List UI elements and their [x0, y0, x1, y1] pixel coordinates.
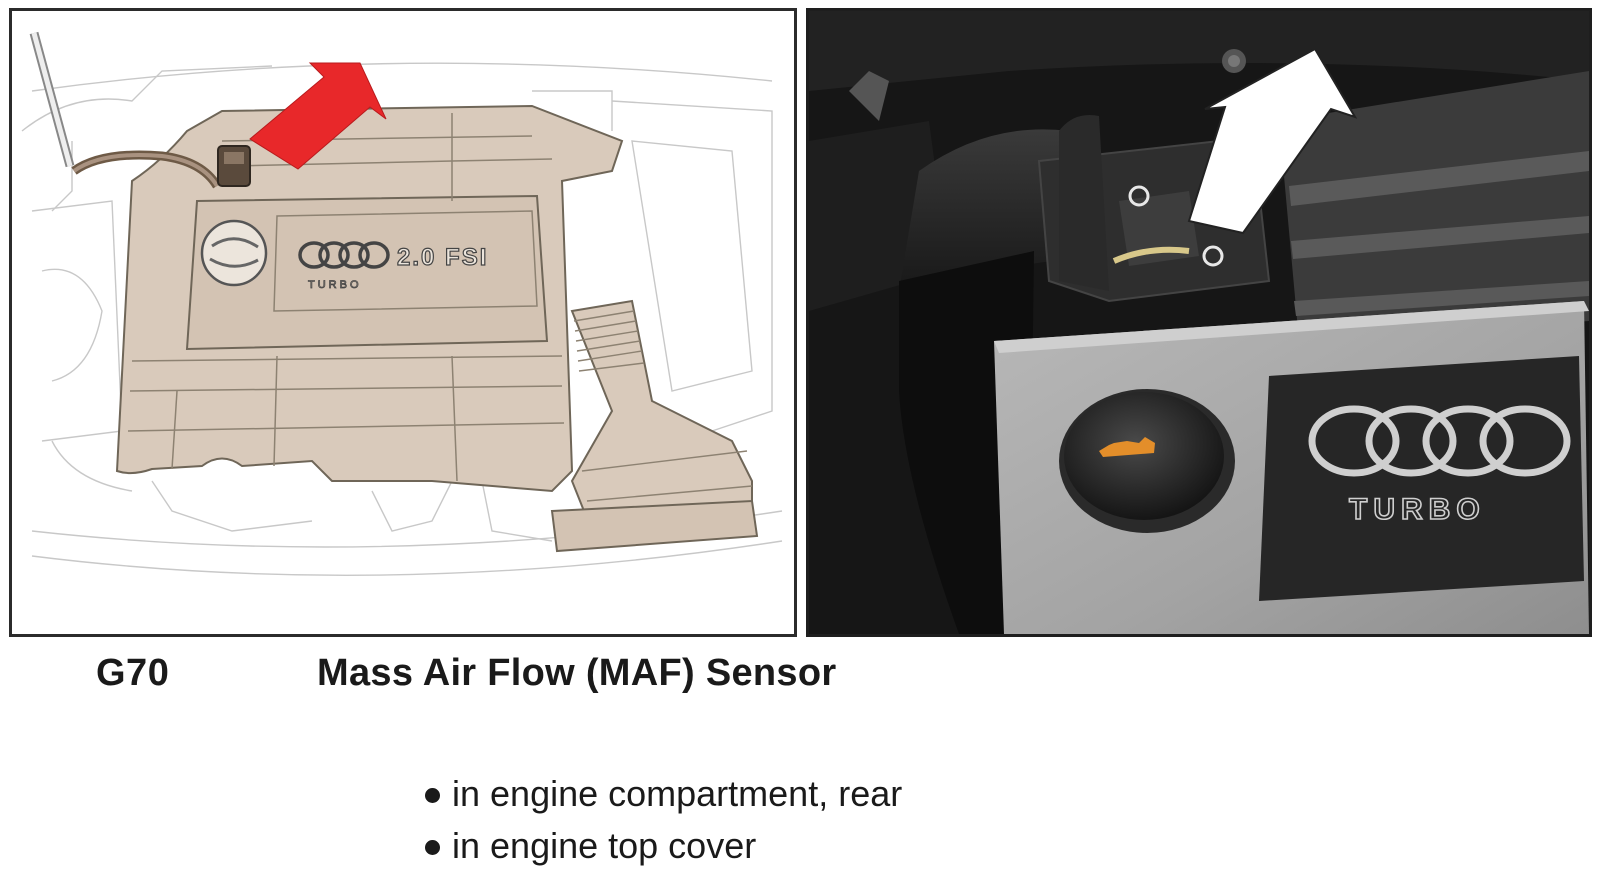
location-notes-list: in engine compartment, rear in engine to… [425, 768, 902, 872]
illustration-drawing: 2.0 FSI TURBO [21, 31, 783, 576]
bullet-icon [425, 787, 440, 803]
oil-cap-photo [1059, 389, 1235, 533]
red-pointer-arrow [249, 62, 387, 170]
upper-cover-ridges [1279, 71, 1589, 341]
white-pointer-arrow [1187, 47, 1358, 235]
cover-badge-photo: TURBO [1349, 493, 1486, 526]
maf-sensor-illustration [71, 145, 251, 189]
cover-badge-illustration: 2.0 FSI [397, 244, 488, 271]
badge-plate-photo: TURBO [1259, 356, 1584, 601]
audi-rings-illustration [298, 241, 390, 269]
audi-rings-photo [1308, 405, 1571, 477]
location-note-item: in engine top cover [425, 820, 902, 872]
engine-cover: 2.0 FSI TURBO [115, 104, 624, 493]
cover-subbadge-illustration: TURBO [308, 279, 362, 291]
engine-bay-illustration: 2.0 FSI TURBO [9, 8, 797, 637]
bullet-icon [425, 839, 440, 855]
engine-bay-photo: TURBO [806, 8, 1592, 637]
air-intake-duct [550, 299, 759, 553]
photo-rendition: TURBO [809, 11, 1589, 634]
component-name: Mass Air Flow (MAF) Sensor [317, 652, 837, 694]
location-note-text: in engine top cover [452, 825, 757, 866]
location-note-item: in engine compartment, rear [425, 768, 902, 820]
component-code: G70 [96, 652, 170, 694]
dipstick-tube [29, 31, 75, 168]
intake-hose [899, 129, 1079, 311]
location-note-text: in engine compartment, rear [452, 773, 903, 814]
oil-cap-illustration [200, 219, 268, 287]
